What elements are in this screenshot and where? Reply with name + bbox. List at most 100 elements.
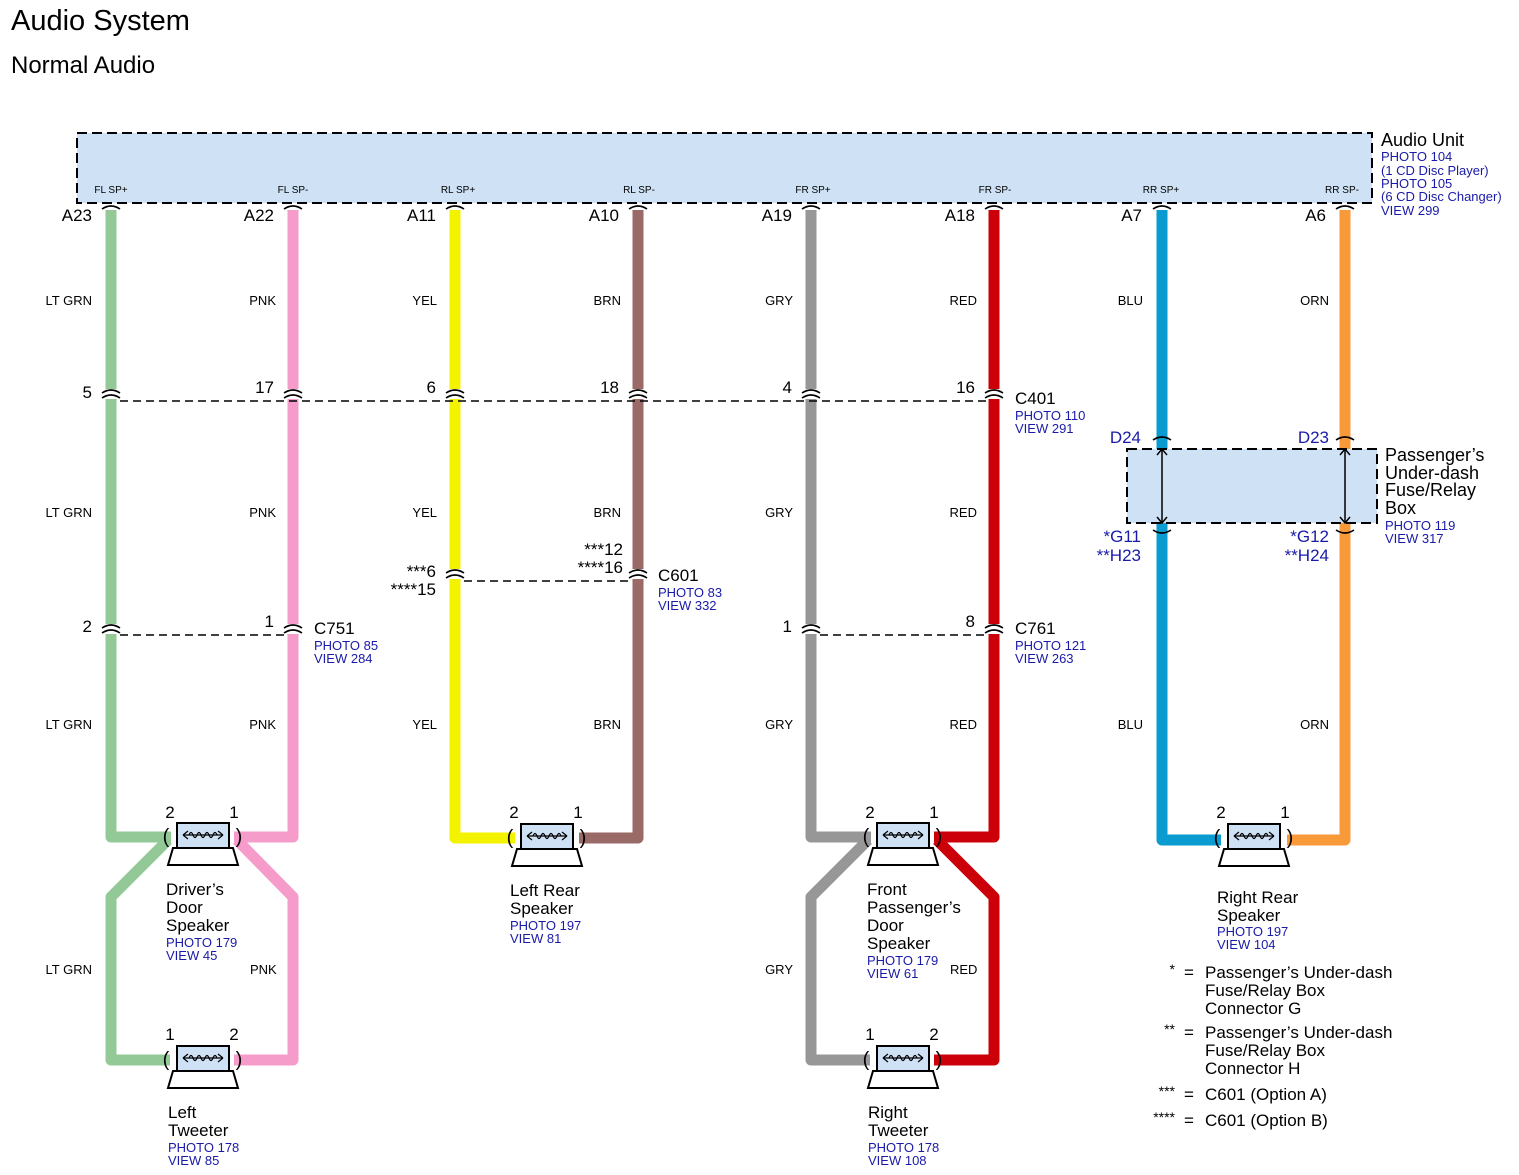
audio-unit-ref: PHOTO 104 — [1381, 149, 1452, 164]
pin-label: 2 — [929, 1025, 938, 1044]
legend-text: Fuse/Relay Box — [1205, 1041, 1325, 1060]
c761-ref: PHOTO 121 — [1015, 638, 1086, 653]
audio-unit-ref: VIEW 299 — [1381, 203, 1440, 218]
terminal-label: FR SP+ — [795, 185, 830, 196]
pin-label: 2 — [229, 1025, 238, 1044]
legend-symbol: ** — [1164, 1021, 1175, 1037]
terminal-label: FR SP- — [979, 185, 1012, 196]
wire-lt-grn-main — [105, 210, 171, 843]
c601-pins: ***6 ****15 ***12 ****16 — [391, 540, 623, 599]
pin-label: ****15 — [391, 580, 436, 599]
pin-label: 4 — [783, 378, 792, 397]
c601-ref: PHOTO 83 — [658, 585, 722, 600]
speaker-name: Speaker — [1217, 906, 1281, 925]
legend-symbol: * — [1170, 961, 1176, 977]
pin-label: 5 — [83, 383, 92, 402]
speaker-ref: VIEW 104 — [1217, 937, 1276, 952]
pin-label: 2 — [865, 803, 874, 822]
terminal-label: RL SP+ — [441, 185, 476, 196]
pin-label: 2 — [509, 803, 518, 822]
speaker-name: Door — [867, 916, 904, 935]
speaker-ref: VIEW 45 — [166, 948, 217, 963]
wire-label: RED — [950, 505, 977, 520]
legend-equals: = — [1184, 1111, 1194, 1130]
fuse-box-ref: VIEW 317 — [1385, 531, 1444, 546]
legend-text: Connector H — [1205, 1059, 1300, 1078]
connector-breaks — [103, 389, 1003, 634]
speaker-ref: PHOTO 179 — [867, 953, 938, 968]
legend-equals: = — [1184, 1085, 1194, 1104]
legend-symbol: *** — [1159, 1083, 1176, 1099]
wire-labels-seg3: LT GRN PNK YEL BRN GRY RED BLU ORN — [46, 717, 1329, 732]
wire-label: LT GRN — [46, 962, 92, 977]
connector-dash-lines — [120, 400, 986, 636]
fuse-box-name: Under-dash — [1385, 463, 1479, 483]
pin-label: 2 — [165, 803, 174, 822]
legend-symbol: **** — [1153, 1109, 1175, 1125]
wire-blu — [1156, 210, 1221, 846]
pin-label: 1 — [929, 803, 938, 822]
wires — [105, 210, 1351, 1066]
speaker-ref: PHOTO 178 — [868, 1140, 939, 1155]
c401-ref: VIEW 291 — [1015, 421, 1074, 436]
wire-orn — [1287, 210, 1351, 846]
wire-label: LT GRN — [46, 717, 92, 732]
pin-label: **H23 — [1097, 546, 1141, 565]
wire-label: YEL — [412, 293, 437, 308]
c401-ref: PHOTO 110 — [1015, 408, 1085, 423]
speaker-name: Right Rear — [1217, 888, 1299, 907]
speaker-name: Left Rear — [510, 881, 580, 900]
c401-pins: 5 17 6 18 4 16 — [83, 378, 975, 402]
wire-label: YEL — [412, 717, 437, 732]
fuse-box-name: Fuse/Relay — [1385, 480, 1476, 500]
wire-label: RED — [950, 293, 977, 308]
wire-label: ORN — [1300, 717, 1329, 732]
wire-label: BLU — [1118, 293, 1143, 308]
pin-label: 1 — [165, 1025, 174, 1044]
wire-label: GRY — [765, 962, 793, 977]
speaker-left-tweeter: 1 2 Left Tweeter PHOTO 178 VIEW 85 — [161, 1025, 244, 1168]
wire-label: LT GRN — [46, 505, 92, 520]
speaker-name: Tweeter — [168, 1121, 229, 1140]
speaker-name: Passenger’s — [867, 898, 961, 917]
wire-red-tweeter — [933, 836, 1000, 1066]
wire-label: RED — [950, 717, 977, 732]
pin-label: 1 — [573, 803, 582, 822]
wire-yel — [449, 210, 515, 844]
speaker-ref: PHOTO 197 — [1217, 924, 1288, 939]
pin-label: 1 — [1280, 803, 1289, 822]
c401-name: C401 — [1015, 389, 1056, 408]
pin-label: 1 — [265, 612, 274, 631]
wire-label: RED — [950, 962, 977, 977]
pin-label: A7 — [1121, 206, 1142, 225]
connector-brackets — [101, 205, 1355, 634]
pin-label: A19 — [762, 206, 792, 225]
wire-label: PNK — [249, 293, 276, 308]
pin-label: 2 — [83, 617, 92, 636]
speaker-icon — [861, 822, 944, 866]
audio-unit-pins: A23 A22 A11 A10 A19 A18 A7 A6 — [62, 206, 1326, 225]
terminal-label: RR SP- — [1325, 185, 1359, 196]
pin-label: *G12 — [1290, 527, 1329, 546]
c751-ref: PHOTO 85 — [314, 638, 378, 653]
wire-label: GRY — [765, 717, 793, 732]
speaker-name: Speaker — [867, 934, 931, 953]
wire-label: BRN — [594, 717, 621, 732]
pin-label: A6 — [1305, 206, 1326, 225]
legend-text: C601 (Option A) — [1205, 1085, 1327, 1104]
pin-label: 17 — [255, 378, 274, 397]
pin-label: A18 — [945, 206, 975, 225]
fuse-box-name: Box — [1385, 498, 1416, 518]
audio-unit-terminals: FL SP+ FL SP- RL SP+ RL SP- FR SP+ FR SP… — [94, 185, 1359, 196]
wire-label: LT GRN — [46, 293, 92, 308]
speaker-ref: VIEW 81 — [510, 931, 561, 946]
fuse-box-name: Passenger’s — [1385, 445, 1484, 465]
speaker-front-passenger-door: 2 1 Front Passenger’s Door Speaker PHOTO… — [861, 803, 961, 981]
speaker-icon — [1212, 823, 1295, 867]
speaker-ref: PHOTO 178 — [168, 1140, 239, 1155]
wire-red-main — [934, 210, 1000, 843]
wire-label: GRY — [765, 505, 793, 520]
wire-labels-seg1: LT GRN PNK YEL BRN GRY RED BLU ORN — [46, 293, 1329, 308]
audio-unit-box — [76, 132, 1373, 204]
legend-text: Passenger’s Under-dash — [1205, 1023, 1392, 1042]
